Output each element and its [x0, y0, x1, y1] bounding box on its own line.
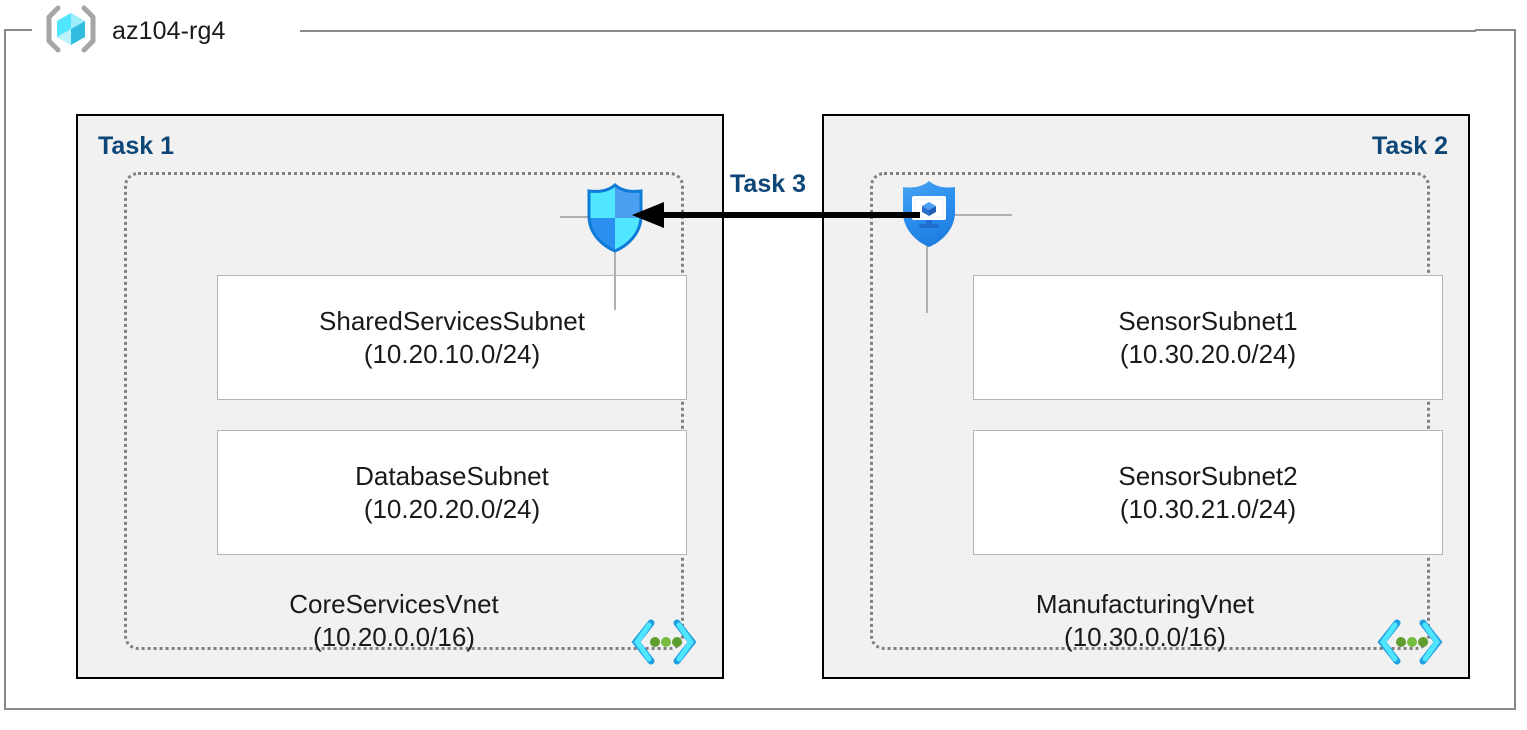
vnet-name: CoreServicesVnet	[289, 589, 499, 619]
vnet-cidr: (10.20.0.0/16)	[313, 621, 475, 652]
subnet-cidr: (10.30.20.0/24)	[1119, 338, 1297, 369]
subnet-database: DatabaseSubnet (10.20.20.0/24)	[217, 430, 687, 555]
vnet-caption: ManufacturingVnet (10.30.0.0/16)	[873, 589, 1427, 652]
subnet-sensor-1: SensorSubnet1 (10.30.20.0/24)	[973, 275, 1443, 400]
resource-group-header-rule	[300, 30, 1476, 32]
resource-group-title: az104-rg4	[112, 16, 226, 45]
vnet-manufacturing: SensorSubnet1 (10.30.20.0/24) SensorSubn…	[870, 172, 1443, 665]
subnet-name: SharedServicesSubnet	[319, 305, 585, 336]
subnet-name: DatabaseSubnet	[355, 460, 549, 491]
firewall-connector-left	[560, 216, 590, 218]
vnet-name: ManufacturingVnet	[1035, 589, 1255, 619]
subnet-name: SensorSubnet2	[1118, 460, 1298, 491]
subnet-cidr: (10.20.20.0/24)	[363, 493, 541, 524]
subnet-name: SensorSubnet1	[1118, 305, 1298, 336]
azure-resource-group-icon	[44, 4, 98, 59]
nsg-connector-right	[952, 214, 1012, 216]
virtual-network-icon	[631, 619, 697, 665]
subnet-cidr: (10.30.21.0/24)	[1119, 493, 1297, 524]
subnet-cidr: (10.20.10.0/24)	[363, 338, 541, 369]
vnet-caption: CoreServicesVnet (10.20.0.0/16)	[127, 589, 681, 652]
firewall-shield-icon	[583, 182, 647, 254]
firewall-connector-down	[614, 240, 616, 310]
nsg-connector-down	[926, 238, 928, 313]
subnet-sensor-2: SensorSubnet2 (10.30.21.0/24)	[973, 430, 1443, 555]
network-security-group-shield-icon	[897, 178, 961, 250]
task-3-label: Task 3	[724, 170, 812, 199]
vnet-cidr: (10.30.0.0/16)	[1064, 621, 1226, 652]
task-3-peering-arrow	[630, 198, 920, 232]
subnet-shared-services: SharedServicesSubnet (10.20.10.0/24)	[217, 275, 687, 400]
task-1-label: Task 1	[98, 132, 174, 160]
resource-group-header: az104-rg4	[44, 5, 236, 55]
virtual-network-icon	[1377, 619, 1443, 665]
task-2-label: Task 2	[1372, 132, 1448, 160]
